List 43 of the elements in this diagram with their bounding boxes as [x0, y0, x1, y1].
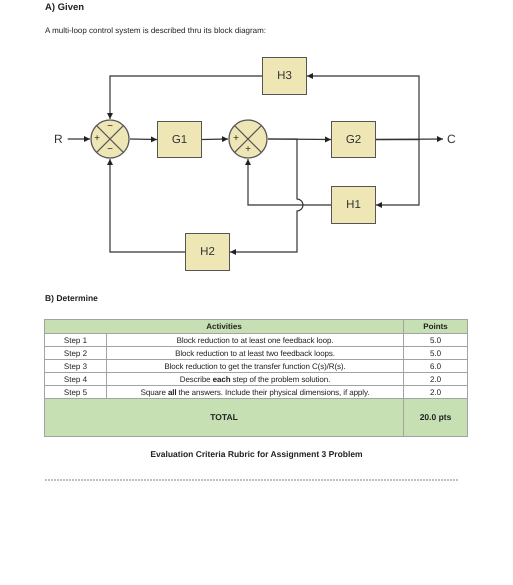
signal-label: R	[54, 132, 63, 146]
sign-label: +	[245, 145, 251, 155]
step-label: Step 2	[44, 346, 106, 360]
table-caption: Evaluation Criteria Rubric for Assignment 3 Problem	[150, 449, 363, 459]
sign-label: −	[107, 122, 113, 132]
transfer-function-block: G1	[157, 121, 202, 158]
signal-arrow	[130, 136, 158, 142]
total-points: 20.0 pts	[404, 398, 468, 436]
signal-arrow	[107, 75, 262, 119]
summing-junction	[228, 119, 268, 159]
points-value: 6.0	[404, 360, 468, 372]
section-heading: B) Determine	[45, 293, 98, 303]
signal-arrow	[376, 138, 420, 208]
signal-arrow	[230, 138, 304, 255]
activity-text: Describe each step of the problem solution.	[106, 372, 404, 386]
signal-arrow	[68, 136, 90, 142]
sign-label: +	[94, 134, 100, 144]
transfer-function-block: H3	[262, 57, 307, 95]
activity-text: Block reduction to get the transfer function C(s)/R(s).	[106, 360, 404, 372]
activity-text: Block reduction to at least two feedback loops.	[106, 346, 404, 360]
step-label: Step 1	[44, 334, 106, 346]
section-heading: A) Given	[45, 2, 84, 13]
points-value: 5.0	[404, 334, 468, 346]
summing-junction	[90, 119, 130, 159]
sign-label: +	[233, 134, 239, 144]
transfer-function-block: H1	[331, 186, 376, 224]
transfer-function-block: H2	[185, 233, 230, 271]
signal-arrow	[107, 159, 185, 253]
column-header: Activities	[44, 320, 404, 334]
signal-arrow	[245, 159, 331, 206]
step-label: Step 3	[44, 360, 106, 372]
signal-arrow	[307, 73, 420, 140]
points-value: 5.0	[404, 346, 468, 360]
transfer-function-block: G2	[331, 121, 376, 158]
signal-label: C	[447, 132, 456, 146]
column-header: Points	[404, 320, 468, 334]
sign-label: −	[107, 145, 113, 155]
total-label: TOTAL	[44, 398, 404, 436]
activity-text: Block reduction to at least one feedback loop.	[106, 334, 404, 346]
signal-arrow	[202, 136, 228, 142]
step-label: Step 4	[44, 372, 106, 386]
points-value: 2.0	[404, 372, 468, 386]
description-text: A multi-loop control system is described thru its block diagram:	[45, 26, 266, 35]
